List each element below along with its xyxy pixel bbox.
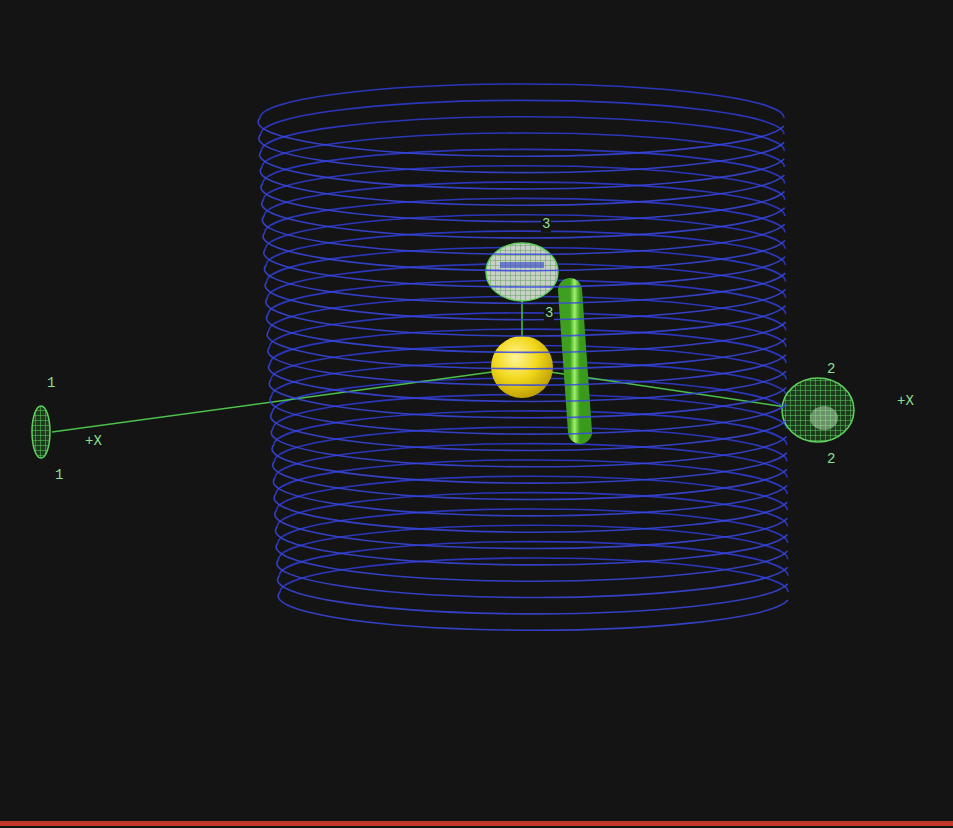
coil-turn <box>271 412 787 450</box>
detector-number: 2 <box>826 452 836 467</box>
coil-turn <box>259 134 784 172</box>
coil-turn <box>266 298 786 336</box>
coil-turn <box>278 592 788 630</box>
coil-turn <box>275 527 787 565</box>
coil-turn <box>266 314 785 352</box>
detector-highlight <box>810 406 838 430</box>
axis-label: +X <box>896 394 915 409</box>
coil-turn <box>276 543 787 581</box>
detector-mesh <box>486 243 558 301</box>
coil-turn <box>267 330 786 368</box>
detector-number: 1 <box>46 376 56 391</box>
axis-label: +X <box>84 434 103 449</box>
detector-number: 3 <box>541 217 551 232</box>
detector-number: 2 <box>826 362 836 377</box>
target-sphere <box>491 336 553 398</box>
coil-turn <box>263 232 785 270</box>
beam-line <box>52 372 492 432</box>
coil-turn <box>278 576 788 614</box>
detector-number: 3 <box>544 306 554 321</box>
coil-turn <box>274 494 787 532</box>
coil-turn <box>277 559 788 597</box>
coil-turn <box>268 347 786 385</box>
coil-turn <box>272 445 787 483</box>
coil-turn <box>269 380 786 418</box>
coil-turn <box>273 461 787 499</box>
detector-mesh <box>32 406 50 458</box>
coil-turn <box>275 510 788 548</box>
detector-band <box>500 262 544 268</box>
coil-turn <box>261 183 785 221</box>
coil-turn <box>270 396 786 434</box>
coil-turn <box>262 200 785 238</box>
coil-turn <box>280 558 788 592</box>
coil-turn <box>265 281 785 319</box>
detector-number: 1 <box>54 468 64 483</box>
coil-turn <box>273 478 787 516</box>
detector-mesh <box>782 378 854 442</box>
coil-turn <box>271 429 786 467</box>
coil-turn <box>269 363 787 401</box>
coil-turn <box>260 167 784 205</box>
coil-turn <box>262 216 784 254</box>
bottom-rule <box>0 821 953 826</box>
solenoid-coil-front <box>258 118 788 630</box>
green-rod <box>570 290 580 432</box>
coil-turn <box>264 249 785 287</box>
solenoid-coil <box>260 84 788 592</box>
coil-turn <box>258 118 784 156</box>
coil-turn <box>260 151 785 189</box>
coil-turn <box>264 265 785 303</box>
